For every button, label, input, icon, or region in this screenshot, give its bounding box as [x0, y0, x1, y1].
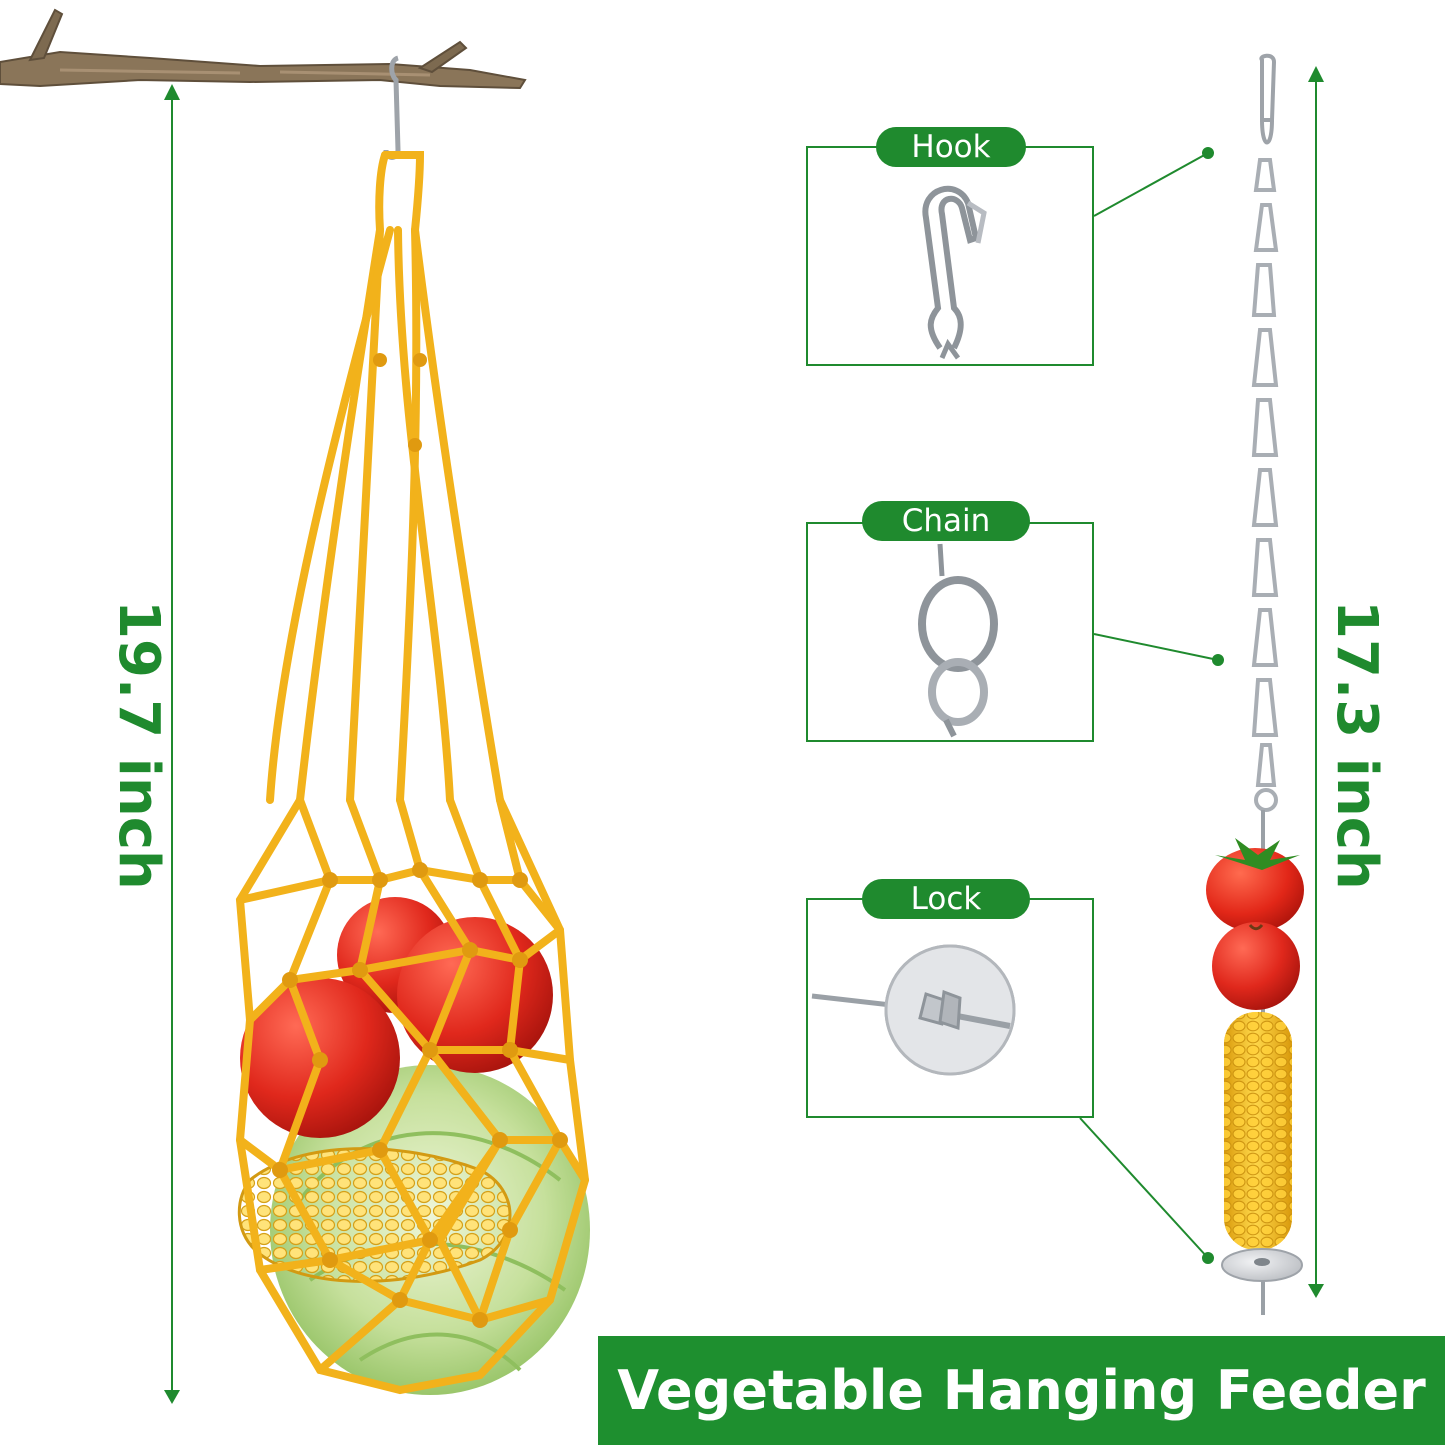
- snap-hook-icon: [1259, 53, 1277, 145]
- chain-label: Chain: [862, 501, 1030, 541]
- corn-cob-icon: [1224, 1012, 1292, 1250]
- hook-label: Hook: [876, 127, 1026, 167]
- washer-icon: [1221, 1248, 1303, 1282]
- tomato-icon: [1206, 838, 1304, 932]
- wing-nut-icon: [811, 944, 1016, 1076]
- branch-icon: [0, 8, 527, 90]
- chain-callout: [806, 522, 1094, 742]
- apple-icon: [1212, 922, 1300, 1010]
- chain-link-icon: [918, 543, 998, 738]
- banner-title: Vegetable Hanging Feeder: [617, 1359, 1426, 1422]
- title-banner: Vegetable Hanging Feeder: [598, 1336, 1445, 1445]
- leader-lines: [1079, 147, 1224, 1264]
- skewer-length-label: 17.3 inch: [1324, 600, 1389, 890]
- hook-callout: [806, 146, 1094, 366]
- snap-hook-icon: [922, 185, 987, 360]
- lock-callout: [806, 898, 1094, 1118]
- chain-icon: [1251, 158, 1279, 812]
- skewer-length-arrow: [1308, 66, 1324, 1298]
- net-length-arrow: [164, 84, 180, 1404]
- rope-knots: [272, 353, 568, 1328]
- net-length-label: 19.7 inch: [106, 600, 171, 890]
- lock-label: Lock: [862, 879, 1030, 919]
